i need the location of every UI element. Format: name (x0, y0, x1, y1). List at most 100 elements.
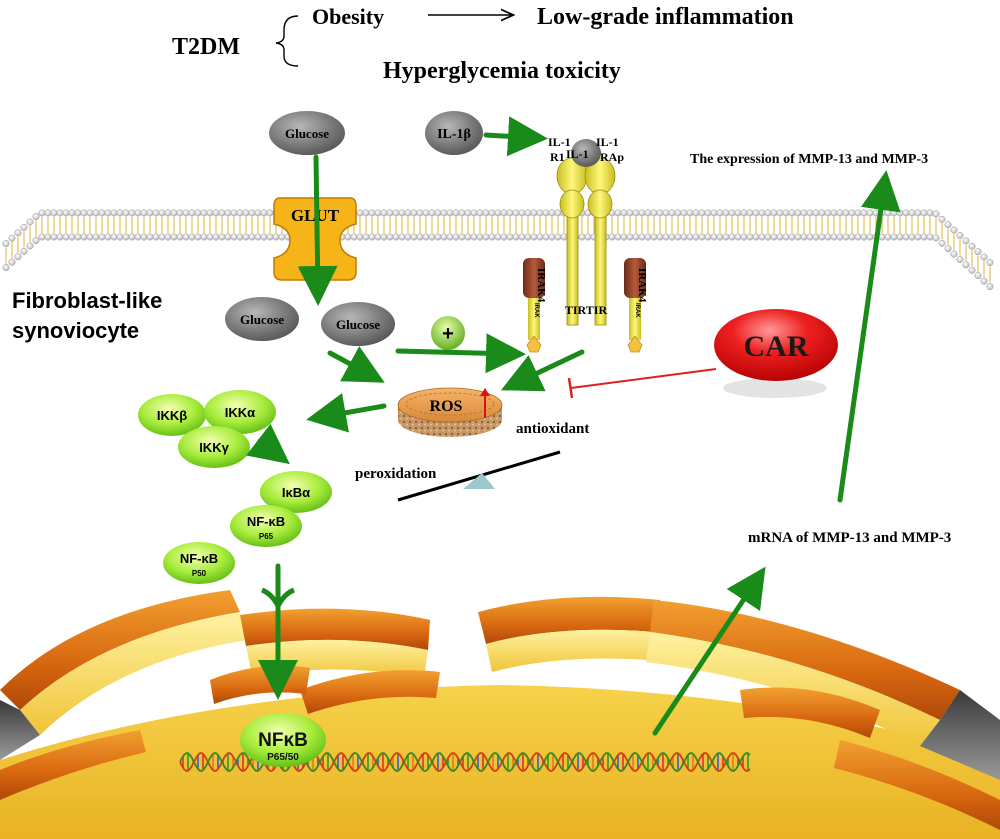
lipid-head (530, 209, 538, 217)
lipid-head (974, 248, 982, 256)
lipid-head (218, 209, 226, 217)
lipid-head (980, 253, 988, 261)
ikk-beta-label: IKKβ (157, 408, 187, 423)
lipid-head (74, 233, 82, 241)
lipid-head (194, 209, 202, 217)
lipid-head (38, 233, 46, 241)
lipid-head (734, 233, 742, 241)
mrna-label: mRNA of MMP-13 and MMP-3 (748, 530, 951, 546)
lipid-head (776, 209, 784, 217)
irak-left-small: IRAK (533, 303, 539, 318)
arrow-receptor-ros (500, 349, 585, 392)
lipid-head (830, 209, 838, 217)
lipid-head (908, 209, 916, 217)
lipid-head (398, 209, 406, 217)
lipid-head (380, 209, 388, 217)
lipid-head (242, 233, 250, 241)
lipid-head (914, 233, 922, 241)
car-inhibition-bar (567, 377, 574, 399)
cell-label-line2: synoviocyte (12, 318, 139, 343)
lipid-head (920, 209, 928, 217)
lipid-head (506, 209, 514, 217)
lipid-head (356, 233, 364, 241)
ros-disk: ROS (397, 387, 503, 437)
p65-label: P65 (259, 532, 274, 541)
lipid-head (968, 242, 976, 250)
lipid-head (554, 233, 562, 241)
lipid-head (140, 209, 148, 217)
il1b-ligand: IL-1β (425, 111, 483, 155)
lipid-head (740, 233, 748, 241)
lipid-head (794, 233, 802, 241)
lipid-head (200, 233, 208, 241)
lipid-head (422, 233, 430, 241)
lipid-head (716, 209, 724, 217)
nfkb-p50-label: NF-κB (180, 551, 218, 566)
lipid-head (710, 209, 718, 217)
lipid-head (434, 233, 442, 241)
lipid-head (224, 233, 232, 241)
lipid-head (680, 233, 688, 241)
plus-label: + (442, 323, 454, 345)
lipid-head (200, 209, 208, 217)
lipid-head (650, 233, 658, 241)
nucleus (0, 590, 1000, 839)
lipid-head (800, 209, 808, 217)
lipid-head (380, 233, 388, 241)
lipid-head (266, 233, 274, 241)
lipid-head (962, 237, 970, 245)
dna-strand (179, 752, 751, 772)
lipid-head (524, 209, 532, 217)
lipid-head (548, 233, 556, 241)
lipid-head (422, 209, 430, 217)
lipid-head (806, 233, 814, 241)
lipid-head (554, 209, 562, 217)
lipid-head (74, 209, 82, 217)
lipid-head (212, 209, 220, 217)
arrow-transcription (652, 566, 766, 736)
lipid-head (944, 221, 952, 229)
lipid-head (44, 233, 52, 241)
lipid-head (206, 233, 214, 241)
lipid-head (650, 209, 658, 217)
lipid-head (20, 223, 28, 231)
lipid-head (548, 209, 556, 217)
lipid-head (542, 233, 550, 241)
lipid-head (914, 209, 922, 217)
lipid-head (698, 209, 706, 217)
lipid-head (374, 233, 382, 241)
glucose-outside: Glucose (269, 111, 345, 155)
lipid-head (638, 233, 646, 241)
lipid-head (386, 233, 394, 241)
lipid-head (38, 209, 46, 217)
t2dm-label: T2DM (172, 34, 240, 60)
lipid-head (428, 233, 436, 241)
lipid-head (110, 233, 118, 241)
lipid-head (710, 233, 718, 241)
lipid-head (176, 209, 184, 217)
irak-left-label: IRAK4 (535, 268, 547, 303)
lipid-head (158, 209, 166, 217)
lipid-head (500, 209, 508, 217)
lipid-head (698, 233, 706, 241)
lipid-head (674, 233, 682, 241)
lipid-head (398, 233, 406, 241)
lipid-head (860, 233, 868, 241)
lipid-head (98, 209, 106, 217)
lipid-head (542, 209, 550, 217)
lipid-head (956, 232, 964, 239)
lipid-head (686, 233, 694, 241)
ros-label: ROS (430, 398, 463, 415)
lipid-head (2, 264, 10, 272)
lipid-head (518, 209, 526, 217)
lipid-head (626, 209, 634, 217)
lipid-head (134, 209, 142, 217)
lipid-head (986, 259, 994, 266)
balance-fulcrum (463, 473, 495, 489)
lipid-head (818, 233, 826, 241)
lipid-head (374, 209, 382, 217)
lipid-head (686, 209, 694, 217)
ikk-gamma-label: IKKγ (199, 440, 229, 455)
lipid-head (788, 209, 796, 217)
lipid-head (782, 233, 790, 241)
